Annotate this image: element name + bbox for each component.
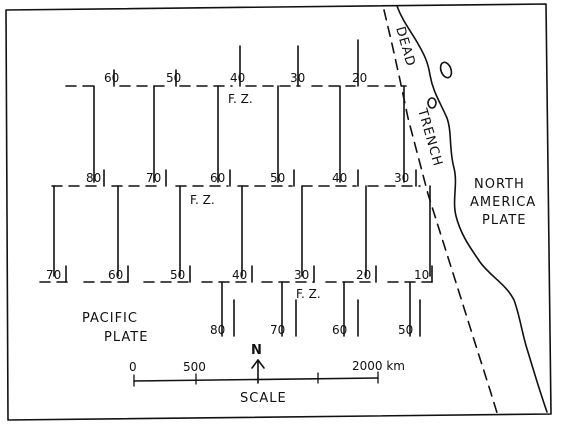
scale-title: SCALE [240, 391, 287, 406]
scale-tick-2000: 2000 km [352, 359, 405, 373]
na-label-line1: NORTH [474, 177, 525, 192]
age-label: 20 [352, 71, 367, 85]
age-label: 70 [146, 171, 161, 185]
age-label: 60 [104, 71, 119, 85]
age-label: 40 [230, 71, 245, 85]
age-label: 60 [332, 323, 347, 337]
age-label: 70 [270, 323, 285, 337]
age-label: 70 [46, 268, 61, 282]
fracture-zone-label: F. Z. [190, 193, 215, 207]
fracture-zone-label: F. Z. [296, 287, 321, 301]
scale-tick-500: 500 [183, 360, 206, 374]
age-label: 50 [170, 268, 185, 282]
pacific-label-line2: PLATE [104, 330, 148, 345]
fracture-zones-middle [53, 185, 431, 277]
map-border [5, 3, 552, 421]
island-2 [427, 97, 437, 109]
age-label: 50 [166, 71, 181, 85]
na-label-line3: PLATE [482, 213, 526, 228]
ridge-row-3 [39, 265, 439, 283]
age-label: 80 [210, 323, 225, 337]
age-label: 60 [210, 171, 225, 185]
trench-line [383, 9, 499, 417]
age-label: 50 [398, 323, 413, 337]
island-1 [439, 61, 453, 79]
north-america-label: NORTH AMERICA PLATE [470, 177, 536, 228]
age-label: 40 [232, 268, 247, 282]
fracture-zones-upper [93, 85, 405, 183]
age-label: 80 [86, 171, 101, 185]
scale-bar: 0 500 2000 km SCALE [129, 359, 405, 406]
fracture-zones-lower [221, 281, 421, 337]
fracture-zone-label: F. Z. [228, 92, 253, 106]
north-arrow: N [251, 343, 265, 384]
age-label: 60 [108, 268, 123, 282]
age-labels-row-2: 80 70 60 50 40 30 [86, 171, 409, 185]
age-labels-row-3: 70 60 50 40 30 20 10 [46, 268, 429, 282]
ridge-row-2 [51, 169, 421, 187]
scale-tick-0: 0 [129, 360, 137, 374]
pacific-label-line1: PACIFIC [82, 311, 138, 326]
coastline [396, 5, 548, 413]
age-labels-row-4: 80 70 60 50 [210, 323, 413, 337]
north-label: N [251, 343, 263, 358]
age-label: 10 [414, 268, 429, 282]
ridge-row-1 [65, 39, 407, 87]
age-label: 40 [332, 171, 347, 185]
age-label: 50 [270, 171, 285, 185]
age-labels-row-1: 60 50 40 30 20 [104, 71, 367, 85]
age-label: 30 [394, 171, 409, 185]
age-label: 20 [356, 268, 371, 282]
pacific-plate-label: PACIFIC PLATE [82, 311, 148, 345]
na-label-line2: AMERICA [470, 195, 536, 210]
age-label: 30 [294, 268, 309, 282]
age-label: 30 [290, 71, 305, 85]
